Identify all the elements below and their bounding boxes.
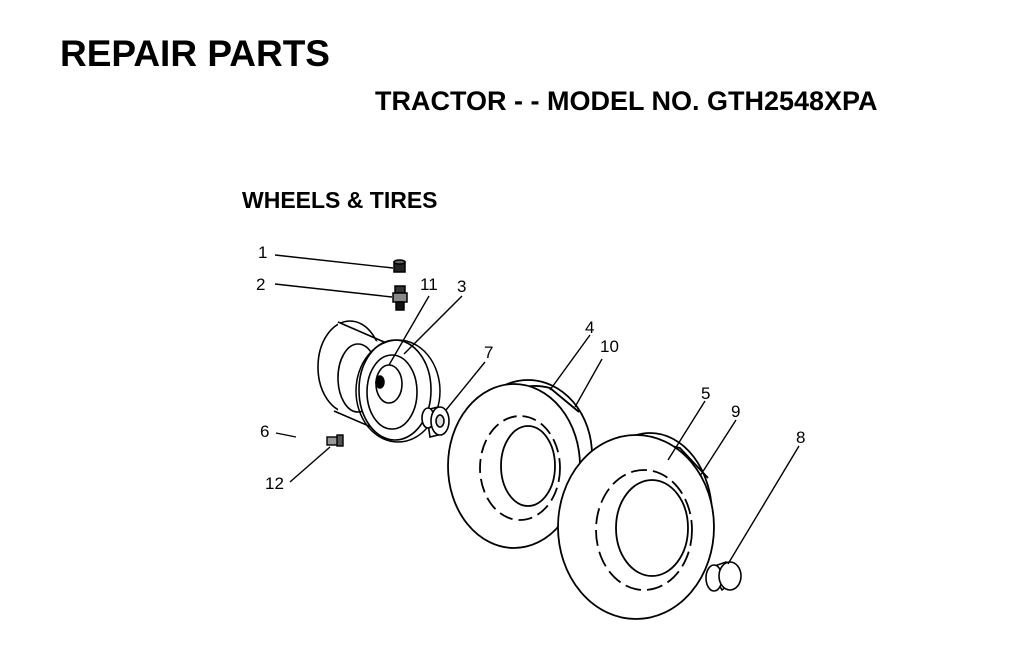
callout-10: 10: [600, 337, 619, 356]
wheel-bolt-part: [326, 434, 344, 447]
callout-labels: 1 2 11 3 4 10 7 5 9 6 8 12: [256, 243, 805, 493]
section-title: WHEELS & TIRES: [242, 187, 438, 213]
rear-bushing-part: [705, 561, 742, 592]
callout-11: 11: [420, 275, 438, 294]
callout-4: 4: [585, 318, 594, 337]
callout-9: 9: [731, 402, 740, 421]
model-title: TRACTOR - - MODEL NO. GTH2548XPA: [375, 86, 878, 116]
page-title: REPAIR PARTS: [60, 33, 330, 74]
callout-8: 8: [796, 428, 805, 447]
rim-liner-part: [355, 339, 441, 443]
leader-lines: [274, 254, 800, 565]
callout-2: 2: [256, 275, 265, 294]
callout-6: 6: [260, 422, 269, 441]
callout-1: 1: [258, 243, 267, 262]
valve-stem-part: [392, 285, 408, 311]
valve-cap-part: [393, 259, 406, 273]
callout-5: 5: [701, 384, 710, 403]
rear-tire-part: [557, 432, 715, 620]
bushing-part: [421, 406, 450, 438]
callout-7: 7: [484, 343, 493, 362]
callout-12: 12: [265, 474, 284, 493]
wheel-rim-part: [317, 320, 432, 441]
callout-3: 3: [457, 277, 466, 296]
